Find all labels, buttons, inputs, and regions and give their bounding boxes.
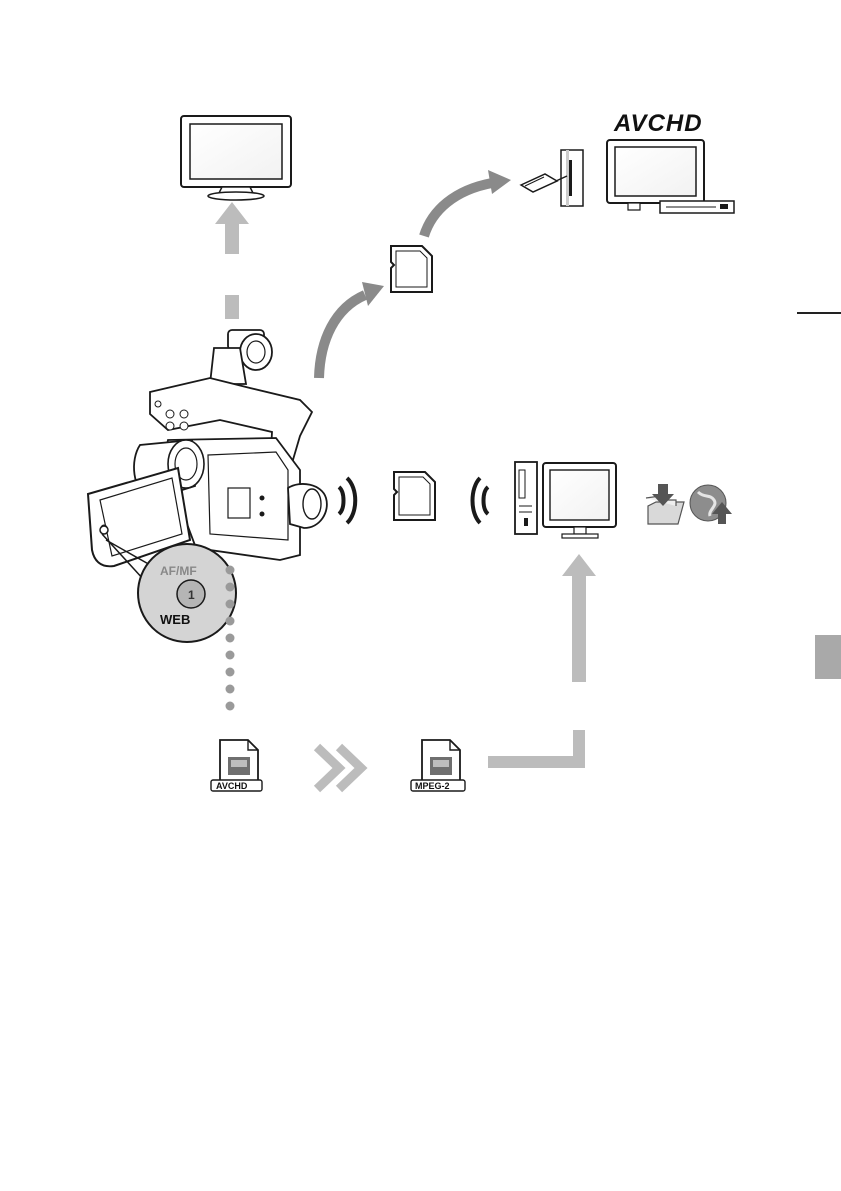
- avchd-logo: AVCHD: [613, 110, 703, 137]
- button-number-label: 1: [188, 588, 195, 602]
- camcorder-icon: [88, 330, 327, 566]
- card-to-recorder-arrow: [424, 170, 511, 236]
- sd-card-icon: [394, 472, 435, 520]
- web-label: WEB: [160, 612, 190, 627]
- avchd-logo-text: AVCHD: [613, 110, 703, 137]
- camera-to-card-arrow: [319, 282, 384, 378]
- conversion-to-computer-arrow: [488, 554, 596, 762]
- avchd-recorder-tv-icon: [521, 140, 734, 213]
- side-tab: [815, 635, 841, 679]
- tv-icon: [181, 116, 291, 200]
- dotted-connector: [226, 566, 235, 711]
- folder-download-icon: [646, 484, 684, 524]
- sd-card-icon: [391, 246, 432, 292]
- computer-icon: [515, 462, 616, 538]
- video-file-icon: AVCHD: [211, 740, 262, 791]
- video-file-icon: MPEG-2: [411, 740, 465, 791]
- mpeg2-file-label: MPEG-2: [415, 781, 450, 791]
- web-button[interactable]: AF/MF 1 WEB: [138, 544, 236, 642]
- web-upload-icon: [690, 485, 732, 524]
- af-mf-label: AF/MF: [160, 564, 197, 578]
- avchd-file-label: AVCHD: [216, 781, 248, 791]
- tv-connection-arrow: [215, 202, 249, 319]
- side-rule: [797, 312, 841, 314]
- double-chevron-icon: [317, 747, 361, 789]
